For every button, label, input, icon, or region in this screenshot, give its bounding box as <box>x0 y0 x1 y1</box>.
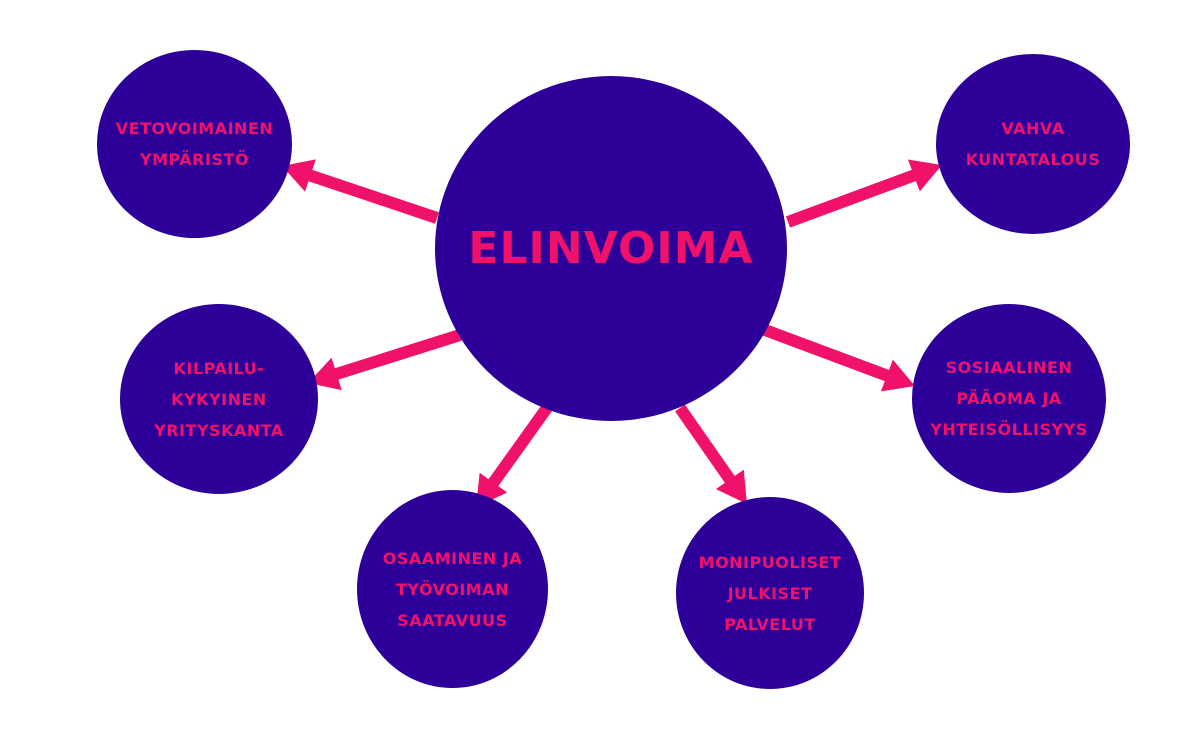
node-kilpailukykyinen-yrityskanta: KILPAILU- KYKYINEN YRITYSKANTA <box>120 304 318 494</box>
node-label: OSAAMINEN JA TYÖVOIMAN SAATAVUUS <box>382 548 523 630</box>
arrow-head-1 <box>907 159 942 192</box>
center-node-elinvoima: ELINVOIMA <box>435 76 787 421</box>
arrow-head-5 <box>715 469 747 504</box>
node-label: SOSIAALINEN PÄÄOMA JA YHTEISÖLLISYYS <box>930 358 1088 439</box>
node-label: VAHVA KUNTATALOUS <box>965 119 1101 169</box>
node-sosiaalinen-paaoma: SOSIAALINEN PÄÄOMA JA YHTEISÖLLISYYS <box>912 304 1106 493</box>
node-label: MONIPUOLISET JULKISET PALVELUT <box>698 552 842 634</box>
arrow-shaft-0 <box>306 169 439 224</box>
node-julkiset-palvelut: MONIPUOLISET JULKISET PALVELUT <box>676 497 864 689</box>
node-label: VETOVOIMAINEN YMPÄRISTÖ <box>115 119 274 169</box>
arrow-head-3 <box>880 359 915 392</box>
arrow-shaft-4 <box>487 401 554 488</box>
arrow-head-0 <box>282 159 316 192</box>
node-label: KILPAILU- KYKYINEN YRITYSKANTA <box>154 358 284 440</box>
center-label: ELINVOIMA <box>468 222 754 274</box>
arrow-shaft-1 <box>785 169 918 228</box>
arrow-shaft-2 <box>332 329 462 381</box>
node-vahva-kuntatalous: VAHVA KUNTATALOUS <box>936 54 1130 234</box>
node-osaaminen-tyovoima: OSAAMINEN JA TYÖVOIMAN SAATAVUUS <box>357 490 548 688</box>
arrow-shaft-5 <box>675 404 736 485</box>
node-vetovoimainen-ymparisto: VETOVOIMAINEN YMPÄRISTÖ <box>97 50 292 238</box>
arrow-shaft-3 <box>762 324 891 382</box>
